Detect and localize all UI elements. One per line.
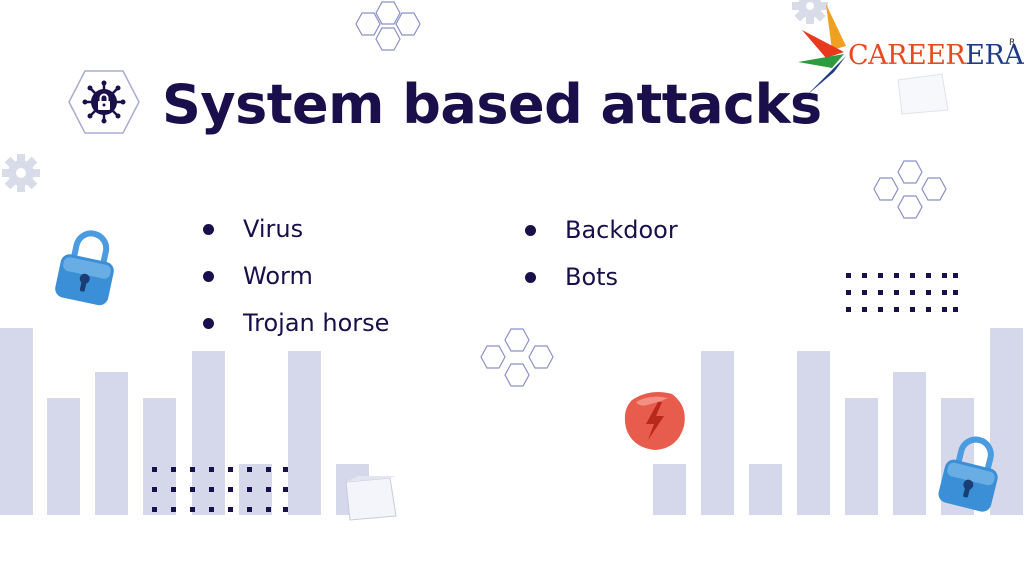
virus-lock-icon: [68, 70, 140, 134]
list-item: Bots: [525, 262, 678, 309]
decor-bar: [143, 398, 176, 515]
decor-bar: [288, 351, 321, 515]
hexagon-cluster-icon: [480, 328, 554, 387]
hexagon-cluster-icon: [873, 160, 947, 219]
translucent-cube: [897, 73, 949, 115]
decor-bar: [47, 398, 80, 515]
dot-grid-bottom: [152, 467, 288, 512]
lightning-badge-icon: [624, 392, 685, 450]
decor-bar: [0, 328, 33, 515]
padlock-icon: [938, 436, 998, 512]
brand-logo-text: CAREERERA: [848, 40, 1024, 71]
translucent-cube: [345, 476, 397, 521]
decor-bar: [845, 398, 878, 515]
list-item: Virus: [203, 214, 389, 261]
brand-logo-text-part2: ERA: [965, 40, 1024, 71]
list-item: Trojan horse: [203, 308, 389, 355]
decor-bar: [701, 351, 734, 515]
decor-bar: [192, 351, 225, 515]
list-item: Worm: [203, 261, 389, 308]
registered-mark: R: [1009, 38, 1016, 48]
bullet-list-right: Backdoor Bots: [525, 215, 678, 309]
decor-bar: [797, 351, 830, 515]
brand-logo-text-part1: CAREER: [848, 40, 966, 71]
gear-icon: [792, 0, 828, 24]
list-item: Backdoor: [525, 215, 678, 262]
hexagon-cluster-icon: [355, 1, 421, 51]
dot-grid-right: [846, 273, 958, 312]
decor-bar: [893, 372, 926, 515]
careerera-logo-icon: [798, 4, 846, 96]
decor-bar: [749, 464, 782, 515]
decor-bar: [95, 372, 128, 515]
bullet-list-left: Virus Worm Trojan horse: [203, 214, 389, 355]
gear-icon: [2, 154, 40, 192]
padlock-icon: [55, 230, 114, 306]
slide-title: System based attacks: [162, 73, 822, 136]
decor-bar: [653, 464, 686, 515]
